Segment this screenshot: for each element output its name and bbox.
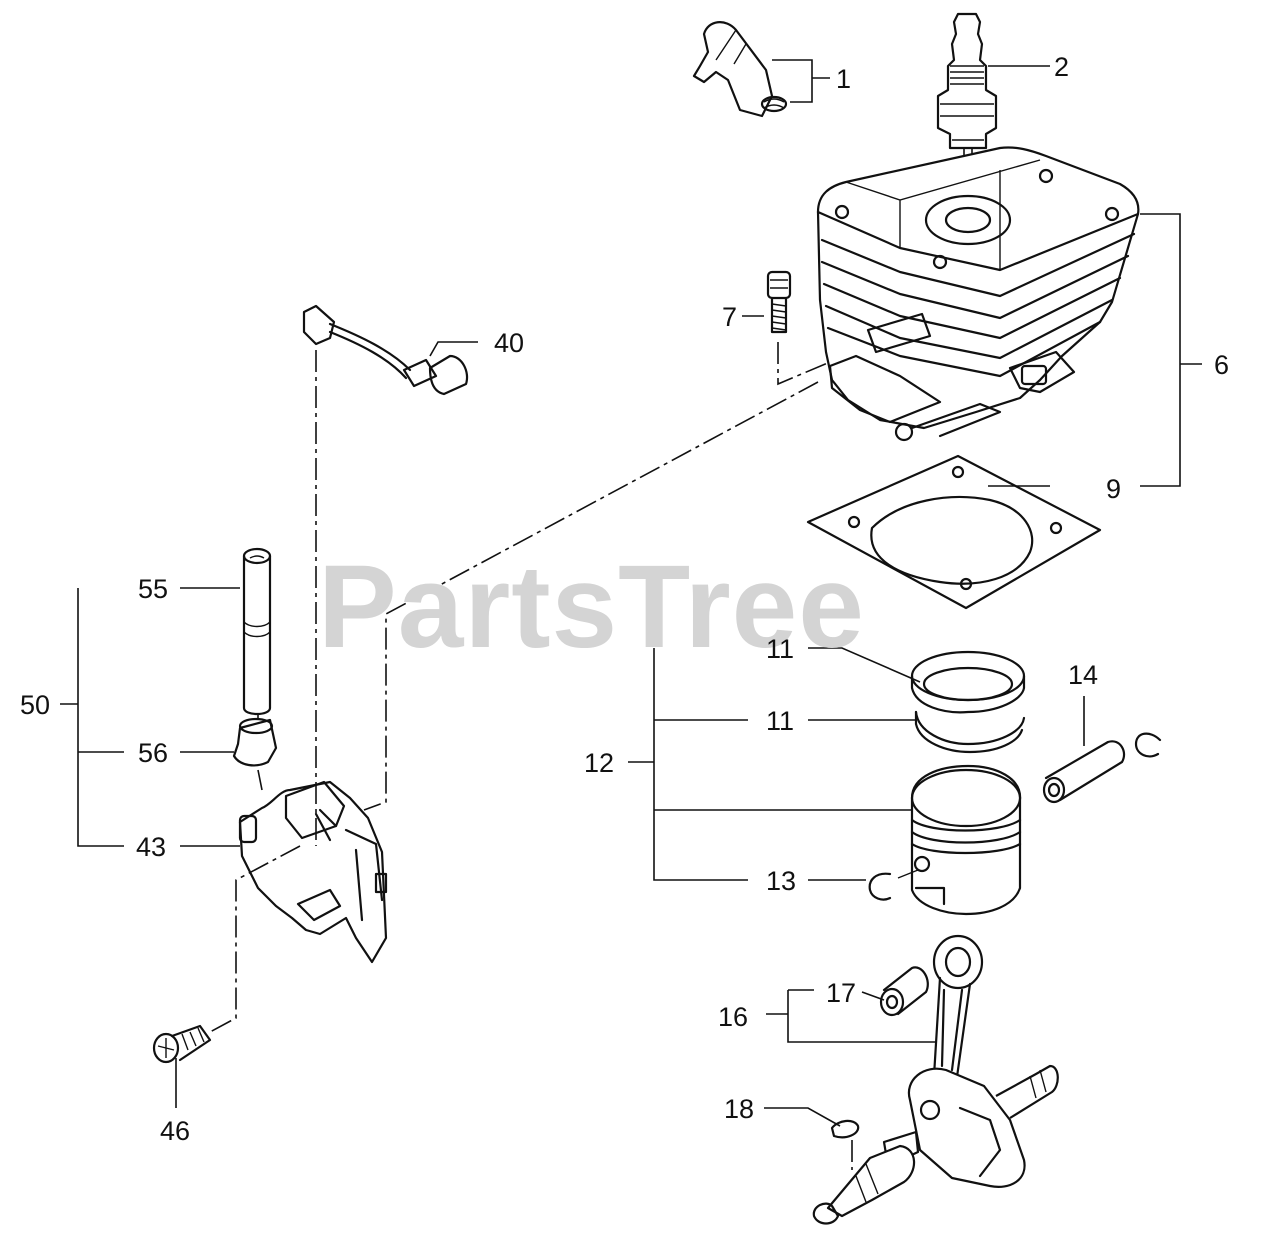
tube-icon[interactable] [242,547,272,716]
callout-2[interactable]: 2 [1054,52,1070,82]
callout-55[interactable]: 55 [138,574,169,604]
callout-7[interactable]: 7 [722,302,738,332]
callout-12[interactable]: 12 [584,748,615,778]
callout-13[interactable]: 13 [766,866,797,896]
crankshaft-icon[interactable] [812,934,1059,1225]
watermark: PartsTree [318,541,865,673]
screw-icon[interactable] [152,1024,212,1064]
circlip-icon[interactable] [868,869,919,901]
leader-lines [60,59,1202,1127]
callout-6[interactable]: 6 [1214,350,1230,380]
callout-11-bottom[interactable]: 11 [766,706,795,736]
piston-ring-icon[interactable] [910,650,1026,754]
cap-icon[interactable] [232,717,278,767]
spark-plug-cap-icon[interactable] [692,21,788,118]
callout-43[interactable]: 43 [136,832,167,862]
callout-11-top[interactable]: 11 [766,634,795,664]
woodruff-key-icon[interactable] [830,1119,860,1139]
needle-bearing-icon[interactable] [879,966,929,1017]
cylinder-icon[interactable] [816,146,1140,442]
callout-16[interactable]: 16 [718,1002,749,1032]
callout-18[interactable]: 18 [724,1094,755,1124]
callout-40[interactable]: 40 [494,328,525,358]
callout-56[interactable]: 56 [138,738,169,768]
gasket-icon[interactable] [806,454,1102,610]
callout-50[interactable]: 50 [20,690,51,720]
callout-1[interactable]: 1 [836,64,852,94]
callout-9[interactable]: 9 [1106,474,1122,504]
bolt-icon[interactable] [766,270,792,334]
assembly-lines [209,342,853,1170]
ignition-lead-icon[interactable] [302,304,469,396]
ignition-coil-icon[interactable] [238,780,388,964]
spark-plug-icon[interactable] [936,12,998,158]
callout-14[interactable]: 14 [1068,660,1099,690]
callout-46[interactable]: 46 [160,1116,191,1146]
piston-pin-icon[interactable] [1042,732,1162,804]
piston-icon[interactable] [910,764,1022,916]
callout-17[interactable]: 17 [826,978,857,1008]
